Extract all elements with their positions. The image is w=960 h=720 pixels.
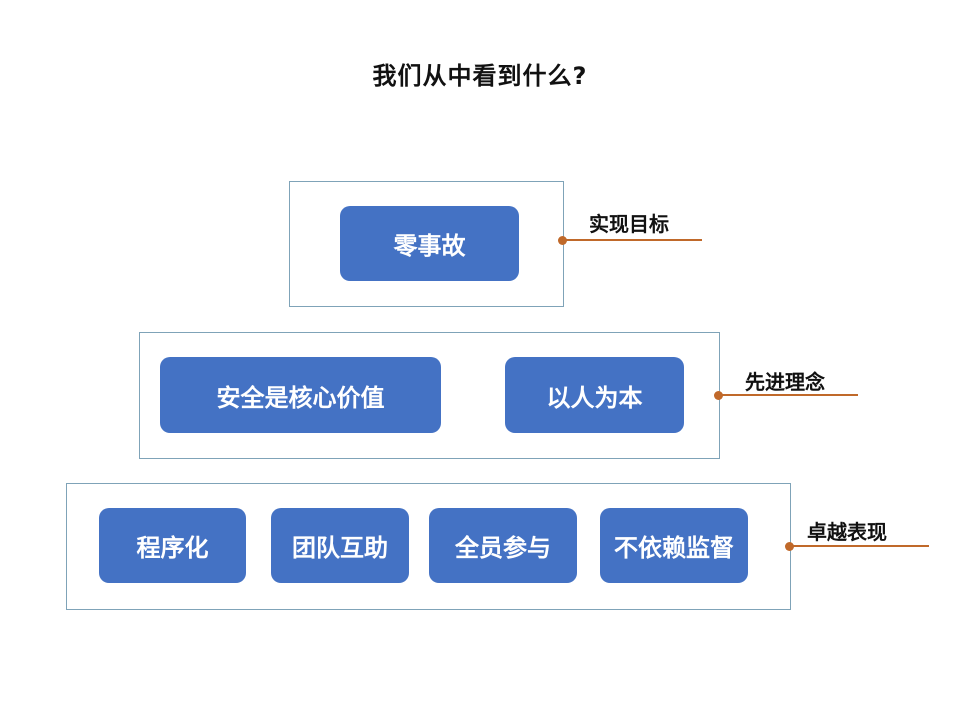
box-people-oriented: 以人为本 [505, 357, 684, 433]
label-goal: 实现目标 [589, 212, 669, 236]
box-safety-core-value: 安全是核心价值 [160, 357, 441, 433]
label-performance: 卓越表现 [807, 520, 887, 544]
box-no-supervision-needed: 不依赖监督 [600, 508, 748, 583]
label-philosophy: 先进理念 [745, 370, 825, 394]
box-zero-accident: 零事故 [340, 206, 519, 281]
connector-line-philosophy [718, 394, 858, 396]
connector-line-goal [562, 239, 702, 241]
page-title: 我们从中看到什么? [372, 62, 588, 90]
box-proceduralized: 程序化 [99, 508, 246, 583]
connector-line-performance [789, 545, 929, 547]
box-team-mutual-help: 团队互助 [271, 508, 409, 583]
box-full-participation: 全员参与 [429, 508, 577, 583]
